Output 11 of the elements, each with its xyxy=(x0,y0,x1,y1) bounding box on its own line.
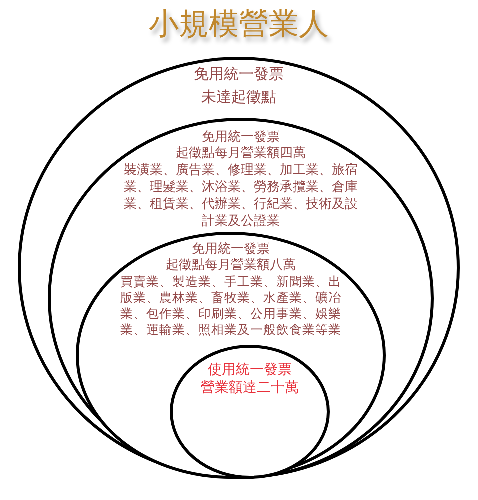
node-heading: 免用統一發票 xyxy=(191,241,271,258)
business-list: 買賣業、製造業、手工業、新聞業、出版業、農林業、畜牧業、水產業、礦冶業、包作業、印刷業、公用事業、娛樂業、運輸業、照相業及一般飲食業等業 xyxy=(116,274,346,338)
node-subheading: 起徵點每月營業額四萬 xyxy=(175,145,307,162)
node-subheading: 起徵點每月營業額八萬 xyxy=(165,257,297,274)
node-heading: 免用統一發票 xyxy=(201,129,281,146)
node-heading: 使用統一發票 xyxy=(207,361,293,379)
title: 小規模營業人 xyxy=(148,6,330,44)
node-subheading: 未達起徵點 xyxy=(200,88,278,107)
business-list: 裝潢業、廣告業、修理業、加工業、旅宿業、理髮業、沐浴業、勞務承攬業、倉庫業、租賃業、代辦業、行紀業、技術及設計業及公證業 xyxy=(124,162,358,230)
node-subheading: 營業額達二十萬 xyxy=(200,379,300,397)
node-heading: 免用統一發票 xyxy=(193,65,285,84)
